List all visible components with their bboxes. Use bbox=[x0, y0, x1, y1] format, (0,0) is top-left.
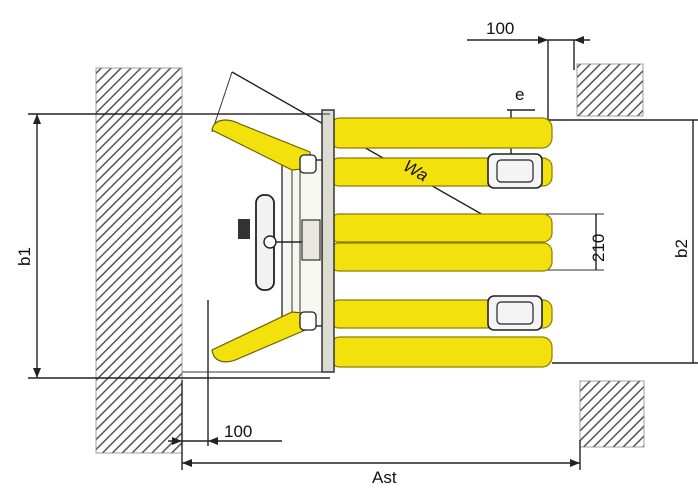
dimension-ast bbox=[181, 380, 581, 470]
label-fork-edge: e bbox=[515, 85, 524, 104]
fork-middle-upper bbox=[329, 213, 553, 243]
arm-pivot-top bbox=[299, 154, 317, 174]
fork-outer-bottom bbox=[329, 336, 553, 368]
tiller-handle bbox=[238, 194, 302, 291]
top-right-wall-hatch bbox=[576, 63, 644, 117]
side-arm-top bbox=[211, 119, 313, 171]
turning-radius-line bbox=[211, 71, 233, 133]
label-aisle-width: Ast bbox=[372, 468, 397, 487]
load-center-diagonal bbox=[231, 71, 521, 237]
mast-block bbox=[301, 219, 321, 261]
dimension-bottom-clearance bbox=[168, 300, 282, 446]
fork-outer-top bbox=[329, 117, 553, 149]
label-fork-spacing: 210 bbox=[589, 234, 608, 262]
arm-pivot-bottom bbox=[299, 311, 317, 331]
label-clearance-top: 100 bbox=[486, 19, 514, 38]
load-wheel-lower-inner bbox=[496, 301, 534, 325]
load-wheel-upper-inner bbox=[496, 159, 534, 183]
label-load-width: b2 bbox=[672, 239, 691, 258]
dimension-210 bbox=[546, 213, 604, 271]
label-clearance-bottom: 100 bbox=[224, 422, 252, 441]
dimension-top-clearance bbox=[467, 36, 590, 122]
fork-carriage bbox=[321, 109, 335, 373]
load-wheel-lower bbox=[487, 295, 543, 331]
bottom-right-wall-hatch bbox=[579, 380, 645, 448]
label-overall-width: b1 bbox=[15, 247, 34, 266]
load-wheel-upper bbox=[487, 153, 543, 189]
side-arm-bottom bbox=[211, 311, 313, 363]
dimension-b2 bbox=[545, 119, 698, 364]
left-wall-hatch bbox=[95, 67, 183, 454]
fork-middle-lower bbox=[329, 242, 553, 272]
